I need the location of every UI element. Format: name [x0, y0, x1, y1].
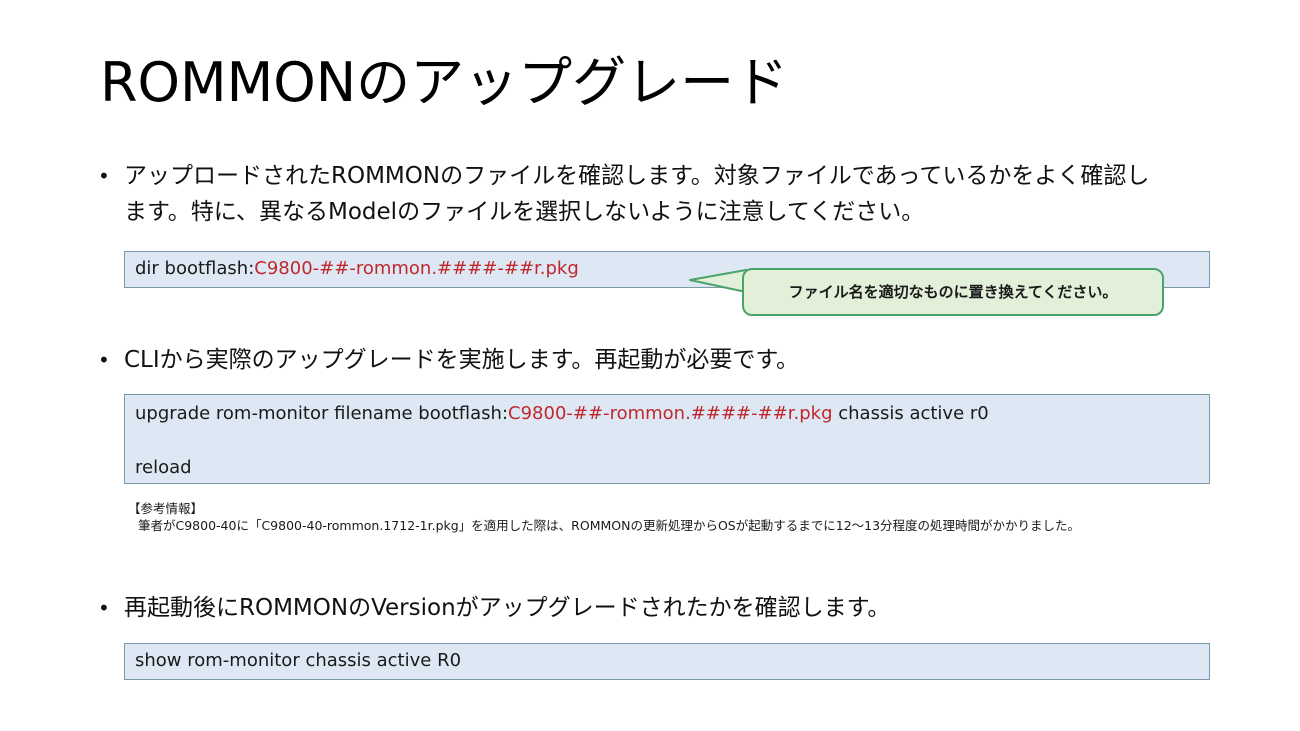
bullet-marker: •: [98, 596, 110, 620]
code-command: dir bootflash:: [135, 258, 255, 279]
bullet-text-line: ます。特に、異なるModelのファイルを選択しないように注意してください。: [124, 199, 925, 225]
bullet-text-line: CLIから実際のアップグレードを実施します。再起動が必要です。: [124, 347, 800, 373]
bullet-run-upgrade: • CLIから実際のアップグレードを実施します。再起動が必要です。: [98, 342, 799, 378]
slide-title: ROMMONのアップグレード: [100, 51, 789, 114]
code-block-upgrade: upgrade rom-monitor filename bootflash:C…: [124, 394, 1210, 484]
code-block-show: show rom-monitor chassis active R0: [124, 643, 1210, 680]
reference-body: 筆者がC9800-40に「C9800-40-rommon.1712-1r.pkg…: [138, 518, 1081, 533]
bullet-marker: •: [98, 348, 110, 372]
code-command: show rom-monitor chassis active R0: [135, 650, 462, 671]
reference-info: 【参考情報】 筆者がC9800-40に「C9800-40-rommon.1712…: [128, 500, 1080, 534]
callout-note: ファイル名を適切なものに置き換えてください。: [742, 268, 1164, 316]
code-command: upgrade rom-monitor filename bootflash:: [135, 403, 509, 424]
code-suffix: chassis active r0: [832, 403, 989, 424]
code-filename-placeholder: C9800-##-rommon.####-##r.pkg: [254, 258, 579, 279]
code-line: show rom-monitor chassis active R0: [135, 644, 1199, 678]
bullet-text-line: 再起動後にROMMONのVersionがアップグレードされたかを確認します。: [124, 595, 891, 621]
code-blank-line: [135, 429, 1199, 453]
bullet-marker: •: [98, 164, 110, 188]
code-line: upgrade rom-monitor filename bootflash:C…: [135, 399, 1199, 429]
code-line: dir bootflash:C9800-##-rommon.####-##r.p…: [135, 252, 1199, 286]
bullet-check-file: • アップロードされたROMMONのファイルを確認します。対象ファイルであってい…: [98, 158, 1149, 230]
reference-heading: 【参考情報】: [128, 501, 204, 516]
bullet-text-line: アップロードされたROMMONのファイルを確認します。対象ファイルであっているか…: [124, 163, 1150, 189]
bullet-verify-version: • 再起動後にROMMONのVersionがアップグレードされたかを確認します。: [98, 590, 890, 626]
code-command: reload: [135, 457, 192, 478]
code-line: reload: [135, 453, 1199, 483]
code-filename-placeholder: C9800-##-rommon.####-##r.pkg: [508, 403, 833, 424]
